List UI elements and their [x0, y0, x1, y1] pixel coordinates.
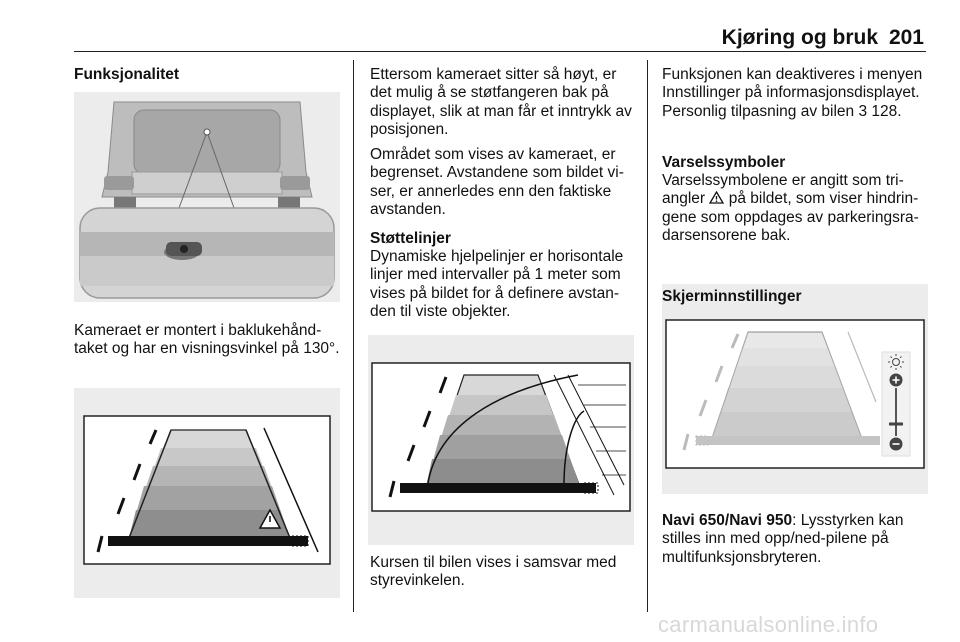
guides-text: Dynamiske hjelpelinjer er horisontale li… — [370, 248, 624, 321]
screen-settings-svg — [662, 312, 928, 494]
column-divider-1 — [353, 60, 354, 612]
heading-skjerminnstillinger: Skjerminnstillinger — [662, 288, 802, 305]
column-divider-2 — [647, 60, 648, 612]
figure-rear-camera-location — [74, 92, 340, 302]
warning-text-before: Varselssymbolene er angitt som tri­angle… — [662, 172, 904, 208]
warning-text-after: på bildet, som viser hindrin­gene som op… — [662, 190, 919, 245]
navi-brightness-text: Navi 650/Navi 950: Lysstyrken kan stille… — [662, 512, 930, 567]
section-title: Kjøring og bruk — [721, 26, 878, 49]
page-number: 201 — [888, 26, 924, 49]
warning-triangle-icon — [709, 191, 725, 205]
navi-brightness-desc: : Lysstyrken kan stilles inn med opp/ned… — [662, 512, 904, 566]
figure-screen-settings — [662, 312, 928, 494]
page-reference-link[interactable]: 3 128. — [858, 102, 902, 120]
camera-area-text: Området som vises av kameraet, er begren… — [370, 146, 624, 219]
camera-height-text: Ettersom kameraet sitter så høyt, er det… — [370, 66, 632, 139]
camera-description: Kameraet er montert i baklukehånd­taket … — [74, 322, 340, 358]
deactivate-text-main: Funksjonen kan deaktiveres i me­nyen Inn… — [662, 66, 923, 120]
header-rule — [74, 51, 926, 52]
heading-varselssymboler: Varselssymboler — [662, 154, 786, 171]
camera-display-warning-svg — [74, 388, 340, 598]
figure-camera-display-warning — [74, 388, 340, 598]
heading-stottelinjer: Støttelinjer — [370, 230, 451, 247]
navi-model-label: Navi 650/Navi 950 — [662, 512, 793, 529]
deactivate-text: Funksjonen kan deaktiveres i me­nyen Inn… — [662, 66, 930, 121]
steering-text: Kursen til bilen vises i samsvar med sty… — [370, 554, 617, 590]
brightness-sun-icon — [888, 354, 904, 370]
watermark: carmanualsonline.info — [658, 612, 879, 637]
dynamic-guidelines-svg — [368, 335, 634, 545]
rear-car-illustration — [74, 92, 340, 302]
heading-funksjonalitet: Funksjonalitet — [74, 66, 180, 83]
figure-dynamic-guidelines — [368, 335, 634, 545]
warning-symbols-text: Varselssymbolene er angitt som tri­angle… — [662, 172, 930, 246]
